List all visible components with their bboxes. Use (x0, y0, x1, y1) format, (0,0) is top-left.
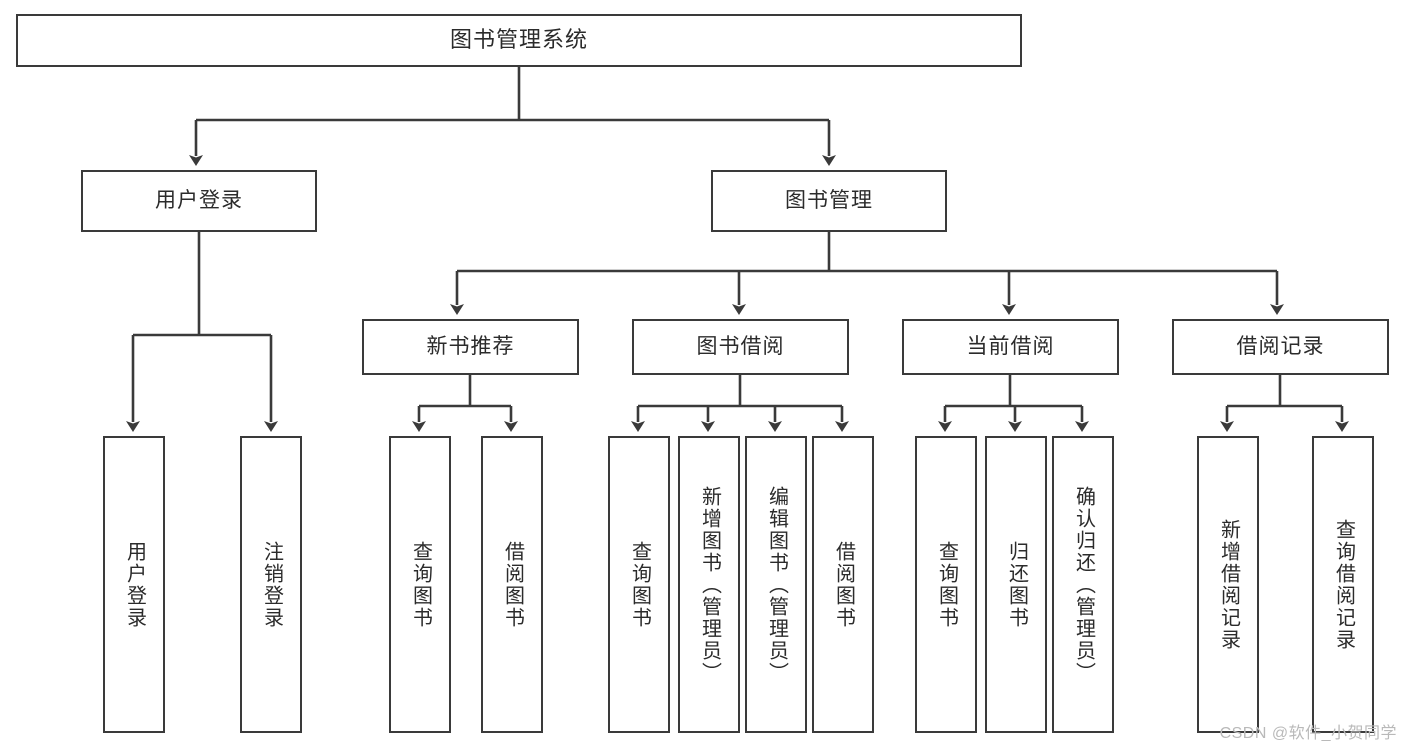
node-book-borrow[interactable]: 图书借阅 (632, 319, 849, 375)
leaf-logout-login[interactable]: 注销登录 (240, 436, 302, 733)
leaf-user-login[interactable]: 用户登录 (103, 436, 165, 733)
watermark-text: CSDN @软件_小贺同学 (1219, 725, 1397, 742)
leaf-query-book-borrow[interactable]: 查询图书 (608, 436, 670, 733)
leaf-return-book[interactable]: 归还图书 (985, 436, 1047, 733)
leaf-add-borrow-record[interactable]: 新增借阅记录 (1197, 436, 1259, 733)
leaf-query-book-new-book[interactable]: 查询图书 (389, 436, 451, 733)
node-user-login[interactable]: 用户登录 (81, 170, 317, 232)
leaf-query-borrow-record[interactable]: 查询借阅记录 (1312, 436, 1374, 733)
leaf-borrow-book-borrow[interactable]: 借阅图书 (812, 436, 874, 733)
node-current-borrow[interactable]: 当前借阅 (902, 319, 1119, 375)
node-new-book-recommendation[interactable]: 新书推荐 (362, 319, 579, 375)
node-book-management-system[interactable]: 图书管理系统 (16, 14, 1022, 67)
node-book-management[interactable]: 图书管理 (711, 170, 947, 232)
node-borrow-record[interactable]: 借阅记录 (1172, 319, 1389, 375)
leaf-add-book-admin[interactable]: 新增图书（管理员） (678, 436, 740, 733)
leaf-borrow-book-new-book[interactable]: 借阅图书 (481, 436, 543, 733)
leaf-confirm-return-admin[interactable]: 确认归还（管理员） (1052, 436, 1114, 733)
leaf-query-book-current[interactable]: 查询图书 (915, 436, 977, 733)
leaf-edit-book-admin[interactable]: 编辑图书（管理员） (745, 436, 807, 733)
